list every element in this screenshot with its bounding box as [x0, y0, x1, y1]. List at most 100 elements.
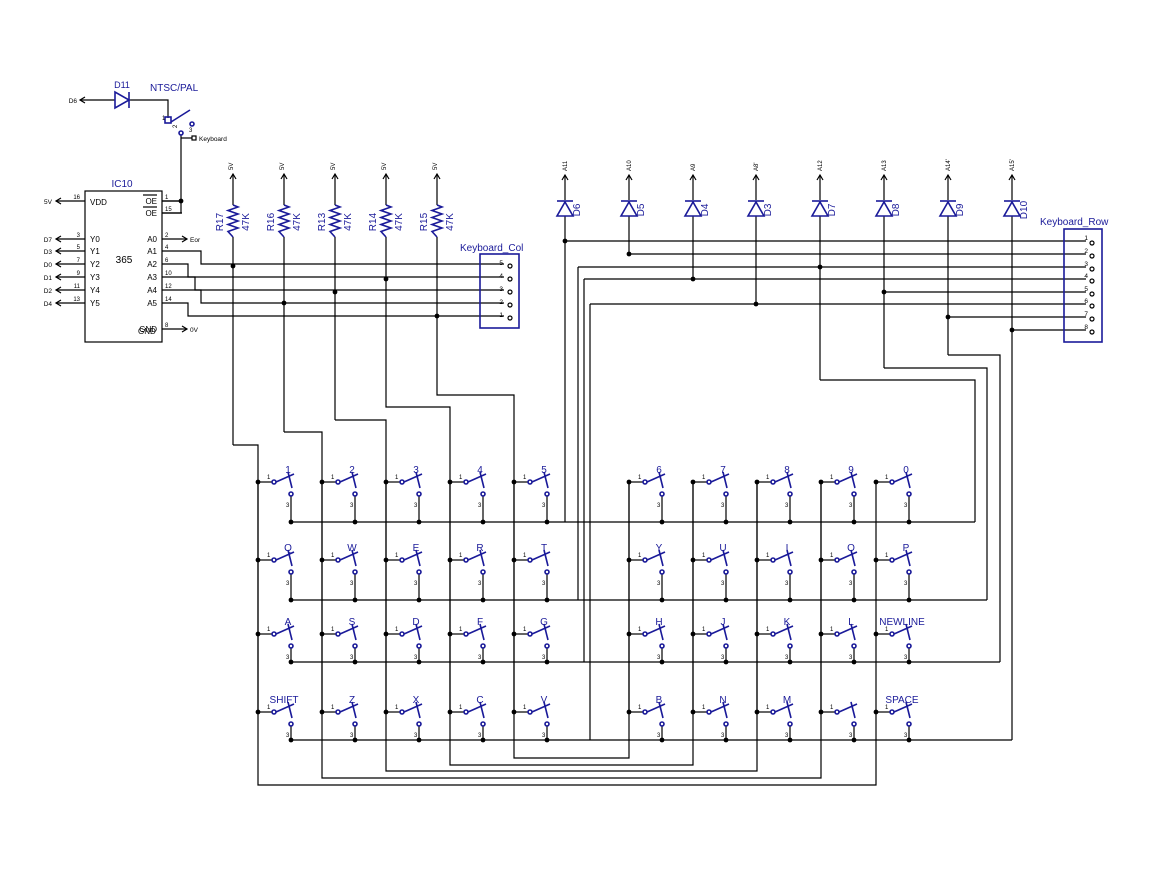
pin-number: 4	[499, 273, 503, 280]
key-switch-shift	[258, 701, 295, 727]
pin-number: 1	[638, 627, 642, 633]
pin-number: 13	[73, 297, 80, 303]
resistor-ref: R17	[215, 212, 226, 231]
switch-lever	[275, 703, 295, 713]
key-label: SHIFT	[270, 695, 299, 706]
key-label: V	[541, 695, 548, 706]
pin-number: 3	[657, 503, 661, 509]
switch-label: NTSC/PAL	[150, 83, 199, 94]
key-label: 8	[784, 465, 790, 476]
key-switch-2	[322, 471, 359, 497]
switch-contact	[889, 479, 895, 485]
pin-name: Y3	[90, 273, 100, 282]
pin-number: 15	[165, 207, 172, 213]
pin-number: 16	[73, 195, 80, 201]
switch-contact	[416, 569, 422, 575]
switch-actuator	[850, 623, 856, 641]
key-switch-k	[757, 623, 794, 649]
key-label: 1	[285, 465, 291, 476]
diode-icon	[746, 200, 766, 217]
pin-number: 3	[414, 581, 418, 587]
net-label: D1	[44, 275, 53, 282]
net-label: A14'	[946, 159, 952, 171]
resistor-icon	[225, 204, 241, 238]
key-label: M	[783, 695, 791, 706]
key-switch-i	[757, 549, 794, 575]
switch-actuator	[543, 549, 549, 567]
pin-number: 3	[849, 503, 853, 509]
diode-ref: D3	[763, 203, 774, 216]
net-label: D0	[44, 262, 53, 269]
address-arrow-icon	[561, 173, 569, 181]
switch-contact	[706, 631, 712, 637]
pin-number: 1	[830, 553, 834, 559]
switch-contact	[399, 631, 405, 637]
pin-number: 1	[331, 627, 335, 633]
resistor-ref: R14	[368, 212, 379, 231]
resistor-value: 47K	[394, 213, 405, 231]
output-arrow-icon	[54, 197, 62, 205]
switch-actuator	[415, 623, 421, 641]
wire	[129, 99, 169, 118]
key-switch-l	[821, 623, 858, 649]
switch-contact	[706, 709, 712, 715]
address-arrow-icon	[625, 173, 633, 181]
key-label: .	[850, 695, 853, 706]
wire	[884, 367, 988, 600]
connector-pin	[1089, 291, 1095, 297]
resistor-icon	[429, 204, 445, 238]
switch-actuator	[351, 623, 357, 641]
diode-ref: D7	[827, 203, 838, 216]
switch-lever	[893, 625, 913, 635]
pin-number: 1	[331, 553, 335, 559]
pin-number: 3	[721, 733, 725, 739]
keyboard-col-connector	[479, 253, 520, 329]
key-label: Y	[656, 543, 663, 554]
key-label: U	[719, 543, 726, 554]
switch-contact	[723, 491, 729, 497]
key-label: P	[903, 543, 910, 554]
pin-number: 1	[766, 475, 770, 481]
switch-lever	[646, 703, 666, 713]
switch-lever	[275, 625, 295, 635]
diode-icon	[938, 200, 958, 217]
net-label: A13	[882, 160, 888, 171]
pin-number: 3	[849, 655, 853, 661]
switch-contact	[723, 721, 729, 727]
junction-dot	[281, 300, 287, 306]
address-arrow-icon	[944, 173, 952, 181]
pin-name: Y4	[90, 286, 100, 295]
switch-contact	[851, 721, 857, 727]
net-label: A10	[627, 160, 633, 171]
offsheet-connector	[191, 135, 197, 141]
key-switch-q	[258, 549, 295, 575]
pin-number: 1	[523, 705, 527, 711]
key-switch-j	[693, 623, 730, 649]
pin-number: 6	[1084, 298, 1088, 305]
key-switch-7	[693, 471, 730, 497]
pin-number: 3	[286, 733, 290, 739]
key-label: Q	[284, 543, 292, 554]
ic10-vdd-label: VDD	[90, 198, 107, 207]
key-switch-v	[514, 701, 551, 727]
key-switch-8	[757, 471, 794, 497]
pin-number: 1	[830, 705, 834, 711]
pin-number: 1	[162, 116, 166, 122]
pin-name: Y5	[90, 299, 100, 308]
pin-number: 1	[459, 627, 463, 633]
key-switch-f	[450, 623, 487, 649]
switch-contact	[851, 491, 857, 497]
pin-number: 4	[1084, 273, 1088, 280]
switch-contact	[642, 479, 648, 485]
pin-name: GND	[139, 325, 157, 334]
key-label: SPACE	[885, 695, 918, 706]
key-switch-space	[876, 701, 913, 727]
pin-name: A3	[147, 273, 157, 282]
pin-number: 3	[785, 655, 789, 661]
pin-number: 3	[542, 503, 546, 509]
key-label: K	[784, 617, 791, 628]
key-switch-g	[514, 623, 551, 649]
resistor-value: 47K	[343, 213, 354, 231]
switch-lever	[710, 703, 730, 713]
pin-number: 3	[785, 733, 789, 739]
